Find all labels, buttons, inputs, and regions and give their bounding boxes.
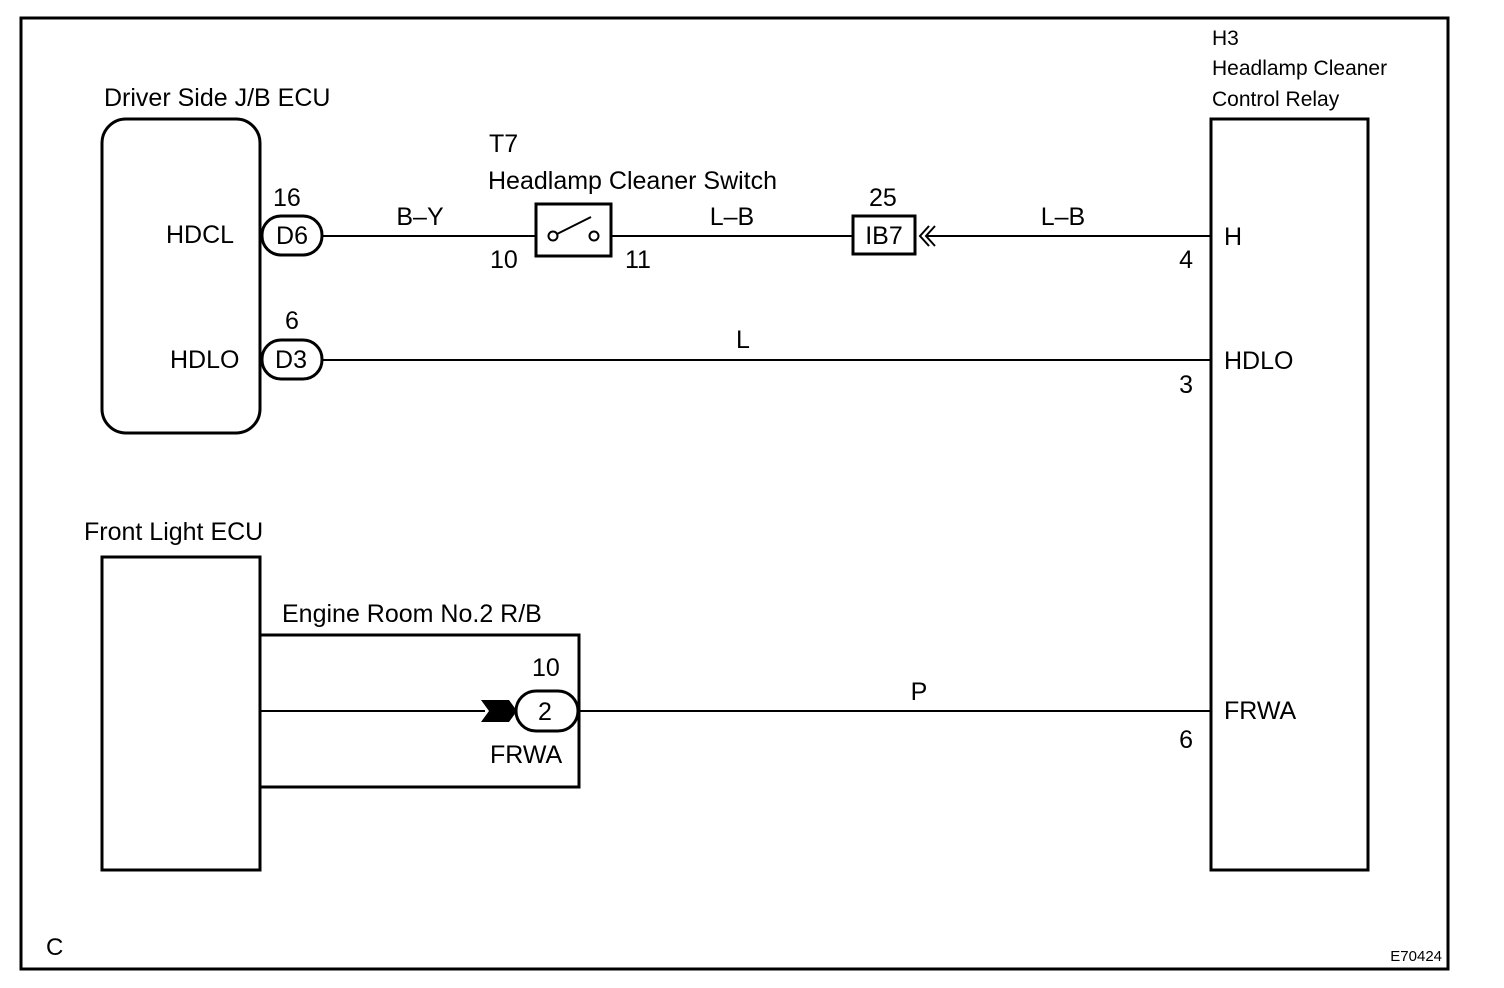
driver-jb-ecu: Driver Side J/B ECU HDCL HDLO bbox=[100, 84, 330, 435]
relay-box bbox=[1209, 117, 1370, 872]
engine-room-rb: Engine Room No.2 R/B 10 2 FRWA bbox=[260, 600, 581, 789]
connector-ib7-pin: 25 bbox=[869, 184, 897, 212]
switch-name: Headlamp Cleaner Switch bbox=[488, 167, 777, 195]
figure-id: E70424 bbox=[1390, 948, 1442, 965]
connector-d3: 6 D3 bbox=[260, 307, 324, 381]
wire-color-p: P bbox=[911, 678, 928, 706]
rb-terminal-label: FRWA bbox=[490, 741, 563, 769]
switch-lever bbox=[556, 216, 592, 235]
connector-ib7-shape bbox=[851, 214, 917, 256]
engine-room-rb-title: Engine Room No.2 R/B bbox=[282, 600, 542, 628]
control-relay: H3 Headlamp Cleaner Control Relay H 4 HD… bbox=[1179, 27, 1387, 872]
relay-name-line2: Control Relay bbox=[1212, 88, 1340, 111]
rb-chevron-arrow-2 bbox=[495, 700, 517, 722]
connector-d6: 16 D6 bbox=[260, 184, 324, 257]
switch-contact-out bbox=[588, 230, 600, 242]
corner-letter: C bbox=[46, 934, 63, 961]
wire-color-l-b-1: L–B bbox=[710, 203, 754, 231]
rb-connector-label: 2 bbox=[538, 698, 552, 726]
connector-d3-pin: 6 bbox=[285, 307, 299, 335]
front-light-ecu: Front Light ECU bbox=[84, 518, 263, 872]
relay-terminal-h: H bbox=[1224, 223, 1242, 251]
relay-code: H3 bbox=[1212, 27, 1239, 50]
switch-contact-in bbox=[547, 230, 559, 242]
hdcl-terminal-label: HDCL bbox=[166, 221, 234, 249]
relay-pin-6: 6 bbox=[1179, 726, 1193, 754]
front-light-ecu-title: Front Light ECU bbox=[84, 518, 263, 546]
relay-name-line1: Headlamp Cleaner bbox=[1212, 57, 1387, 80]
relay-terminal-hdlo: HDLO bbox=[1224, 347, 1293, 375]
wire-color-b-y: B–Y bbox=[396, 203, 444, 231]
relay-pin-3: 3 bbox=[1179, 371, 1193, 399]
connector-d6-label: D6 bbox=[276, 222, 308, 250]
connector-ib7-label: IB7 bbox=[865, 222, 903, 250]
wire-color-l-b-2: L–B bbox=[1041, 203, 1085, 231]
relay-pin-4: 4 bbox=[1179, 246, 1193, 274]
diagram-frame bbox=[19, 16, 1450, 971]
connector-ib7: 25 IB7 bbox=[851, 184, 936, 256]
hdlo-terminal-label: HDLO bbox=[170, 346, 239, 374]
rb-connector-pin: 10 bbox=[532, 654, 560, 682]
driver-jb-ecu-title: Driver Side J/B ECU bbox=[104, 84, 330, 112]
switch-pin-in: 10 bbox=[490, 246, 518, 274]
switch-pin-out: 11 bbox=[625, 246, 651, 274]
driver-jb-ecu-box bbox=[100, 117, 262, 435]
headlamp-cleaner-switch: T7 Headlamp Cleaner Switch 10 11 bbox=[488, 130, 777, 274]
connector-d3-label: D3 bbox=[275, 346, 307, 374]
ib7-arrow-1 bbox=[918, 225, 930, 247]
switch-box bbox=[534, 202, 613, 258]
relay-terminal-frwa: FRWA bbox=[1224, 697, 1297, 725]
switch-code: T7 bbox=[489, 130, 518, 158]
wire-color-l: L bbox=[736, 326, 750, 354]
connector-d6-pin: 16 bbox=[273, 184, 301, 212]
front-light-ecu-box bbox=[100, 555, 262, 872]
